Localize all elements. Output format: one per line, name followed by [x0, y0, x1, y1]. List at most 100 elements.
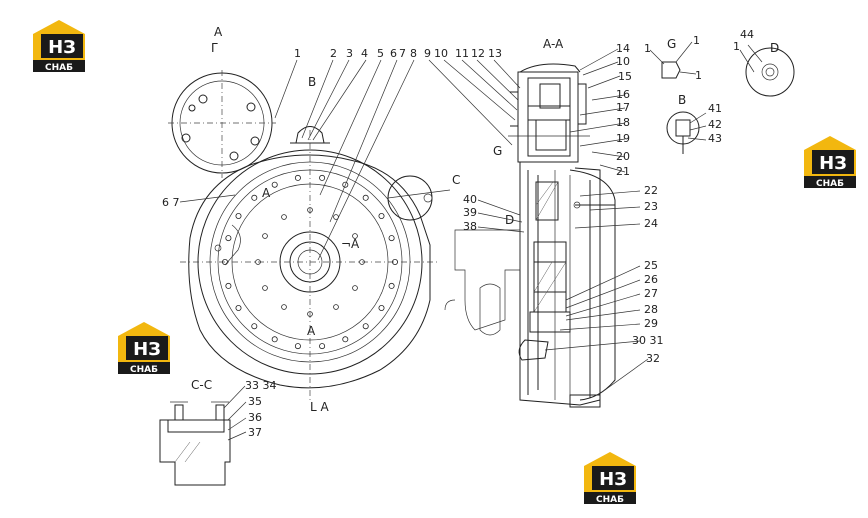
label-view-g: Г	[211, 41, 218, 55]
leader-lines-top	[179, 59, 521, 261]
bolt-hole	[362, 194, 369, 201]
label-section-a-bottom: A	[307, 324, 316, 338]
callout: 40	[463, 193, 477, 206]
callout: 1	[644, 42, 651, 55]
bolt-ring	[221, 174, 398, 350]
bolt-hole	[352, 285, 358, 291]
callout: 6 7	[162, 196, 180, 209]
bolt-hole	[307, 207, 313, 213]
callout: 30 31	[632, 334, 664, 347]
bolt-hole	[281, 304, 287, 310]
bolt-hole	[378, 212, 385, 219]
callout: 42	[708, 118, 722, 131]
gear-block	[533, 241, 567, 313]
label-detail-b: B	[678, 93, 686, 107]
bolt-hole	[281, 214, 287, 220]
leader-lines-right	[477, 48, 649, 396]
bolt-hole	[271, 336, 278, 343]
bolt-hole	[251, 194, 258, 201]
callout: 20	[616, 150, 630, 163]
callout: 21	[616, 165, 630, 178]
callout: 18	[616, 116, 630, 129]
bolt-hole	[235, 212, 242, 219]
callouts-details: 1 1 1 44 1 41 42 43 33 34 35 36 37	[245, 28, 754, 439]
bolt-hole	[294, 174, 301, 181]
callout: 35	[248, 395, 262, 408]
callouts-right-column: 14 10 15 16 17 18 19 20 21 22 23 24 25 2…	[616, 42, 664, 365]
label-view-d-side: D	[505, 213, 514, 227]
logo-mark: НЗ	[819, 153, 847, 174]
callout: 7	[399, 47, 406, 60]
logo-word: СНАБ	[130, 365, 158, 375]
top-fitting	[295, 126, 325, 144]
logo-mark: НЗ	[48, 37, 76, 58]
callout: 24	[644, 217, 658, 230]
bolt-hole	[262, 233, 268, 239]
callout: 2	[330, 47, 337, 60]
detail-d	[739, 44, 795, 97]
nz-snab-logo: НЗ СНАБ	[118, 322, 170, 375]
section-labels: A Г B A-A G D B C D A ¬A A L A C-C G	[191, 25, 779, 414]
callout: 1	[693, 34, 700, 47]
label-section-a-corner: L A	[310, 400, 330, 414]
callout: 27	[644, 287, 658, 300]
callout: 14	[616, 42, 630, 55]
bolt-hole	[294, 343, 301, 350]
callout: 19	[616, 132, 630, 145]
bolt-hole	[319, 174, 326, 181]
callout: 29	[644, 317, 658, 330]
bolt-hole	[307, 311, 313, 317]
front-view	[168, 70, 451, 400]
callout: 8	[410, 47, 417, 60]
engine-block	[454, 229, 521, 331]
logo-mark: НЗ	[133, 339, 161, 360]
callout: 44	[740, 28, 754, 41]
callout: 32	[646, 352, 660, 365]
label-detail-d: D	[770, 41, 779, 55]
callout: 10	[434, 47, 448, 60]
callout: 1	[695, 69, 702, 82]
bolt-hole	[342, 336, 349, 343]
callout: 39	[463, 206, 477, 219]
bolt-hole	[342, 181, 349, 188]
callout: 16	[616, 88, 630, 101]
upper-housing	[517, 71, 579, 163]
callout: 23	[644, 200, 658, 213]
label-section-a-right: ¬A	[341, 237, 360, 251]
label-section-cc: C-C	[191, 378, 212, 392]
housing-outline	[188, 154, 431, 389]
detail-cc	[159, 385, 247, 486]
callout: 43	[708, 132, 722, 145]
logo-mark: НЗ	[599, 469, 627, 490]
callout: 10	[616, 55, 630, 68]
callout: 5	[377, 47, 384, 60]
callout: 22	[644, 184, 658, 197]
callout: 9	[424, 47, 431, 60]
bolt-hole	[333, 304, 339, 310]
callout: 33 34	[245, 379, 277, 392]
callout: 13	[488, 47, 502, 60]
label-section-a-left: A	[262, 186, 271, 200]
callout: 17	[616, 101, 630, 114]
callout: 11	[455, 47, 469, 60]
bolt-hole	[251, 323, 258, 330]
bolt-hole	[388, 282, 395, 289]
section-aa-view	[444, 63, 616, 408]
callouts-left-column: 40 39 38	[463, 193, 477, 233]
callout: 25	[644, 259, 658, 272]
callout: 6	[390, 47, 397, 60]
callout: 36	[248, 411, 262, 424]
bolt-hole	[362, 323, 369, 330]
label-view-b: B	[308, 75, 316, 89]
callout: 41	[708, 102, 722, 115]
callout: 4	[361, 47, 368, 60]
callouts-top-left: 1 2 3 4 5 6 7 8 9 10 11 12 13 6 7	[162, 47, 502, 209]
detail-b	[666, 111, 707, 154]
bearing-upper	[535, 181, 559, 221]
bolt-hole	[378, 304, 385, 311]
